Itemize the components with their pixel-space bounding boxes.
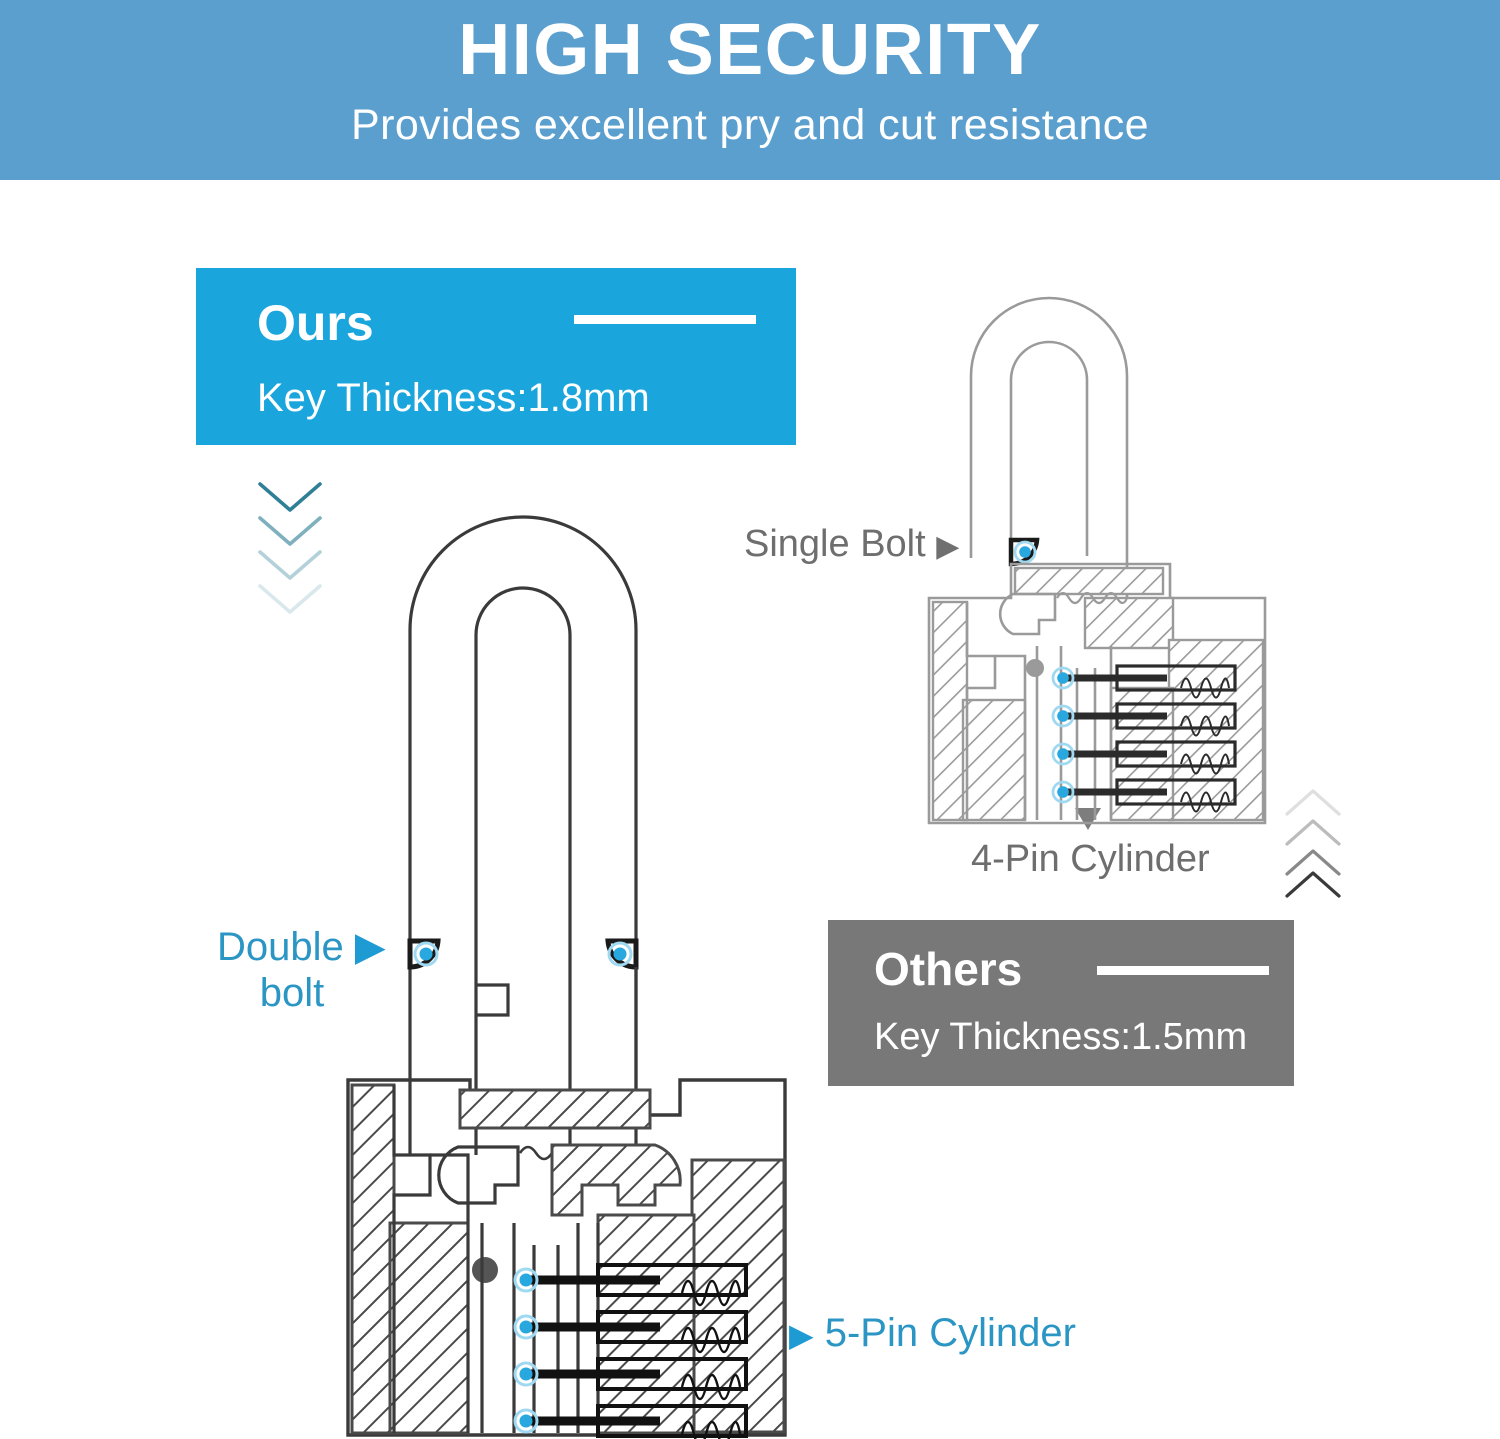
triangle-right-icon: ▶ <box>789 1317 814 1353</box>
others-badge-subtitle: Key Thickness:1.5mm <box>874 1016 1248 1058</box>
label-4pin-cylinder: 4-Pin Cylinder <box>971 838 1210 880</box>
others-key-pins <box>1051 666 1075 804</box>
label-5pin-cylinder-text: 5-Pin Cylinder <box>824 1311 1076 1355</box>
others-badge-rule <box>1097 966 1269 975</box>
label-double-bolt-line2: bolt <box>259 970 325 1015</box>
others-padlock-diagram <box>915 268 1285 828</box>
ours-latch <box>437 1145 520 1205</box>
others-retaining-ball <box>1026 659 1044 677</box>
ours-badge-subtitle: Key Thickness:1.8mm <box>257 376 650 420</box>
chevron-up-icon <box>1285 789 1341 898</box>
others-pin-stack <box>1051 664 1237 813</box>
chevron-down-icon <box>258 482 322 614</box>
label-double-bolt: Double ▶ bolt <box>217 925 417 1016</box>
others-badge-title: Others <box>874 943 1023 995</box>
others-shackle <box>969 296 1129 613</box>
chevron-up-stack <box>1282 786 1344 901</box>
ours-cam <box>550 1143 682 1217</box>
page-title: HIGH SECURITY <box>458 10 1042 90</box>
ours-shackle <box>408 515 638 1155</box>
triangle-right-icon: ▶ <box>354 925 386 969</box>
label-single-bolt: Single Bolt ▶ <box>744 523 959 566</box>
ours-bolt-left <box>407 938 441 970</box>
chevron-down-stack <box>254 478 326 628</box>
page-subtitle: Provides excellent pry and cut resistanc… <box>351 101 1149 149</box>
header-banner: HIGH SECURITY Provides excellent pry and… <box>0 0 1500 180</box>
ours-padlock-diagram <box>330 455 810 1439</box>
label-single-bolt-text: Single Bolt <box>744 523 926 565</box>
ours-pin-stack <box>513 1263 748 1439</box>
others-bolt-single <box>1008 537 1040 567</box>
ours-badge: Ours Key Thickness:1.8mm <box>196 268 796 445</box>
ours-bolt-right <box>605 938 639 970</box>
ours-badge-rule <box>574 315 756 324</box>
others-body-hatch <box>931 566 1265 822</box>
others-badge: Others Key Thickness:1.5mm <box>828 920 1294 1086</box>
triangle-right-icon: ▶ <box>936 530 960 563</box>
ours-badge-title: Ours <box>257 295 374 351</box>
ours-body-hatch <box>350 1083 786 1435</box>
ours-retaining-ball <box>472 1257 498 1283</box>
label-double-bolt-line1: Double <box>217 925 344 969</box>
ours-key-pins <box>513 1267 539 1434</box>
label-5pin-cylinder: ▶ 5-Pin Cylinder <box>789 1311 1076 1357</box>
others-latch <box>998 592 1057 636</box>
others-spring <box>1056 591 1129 605</box>
